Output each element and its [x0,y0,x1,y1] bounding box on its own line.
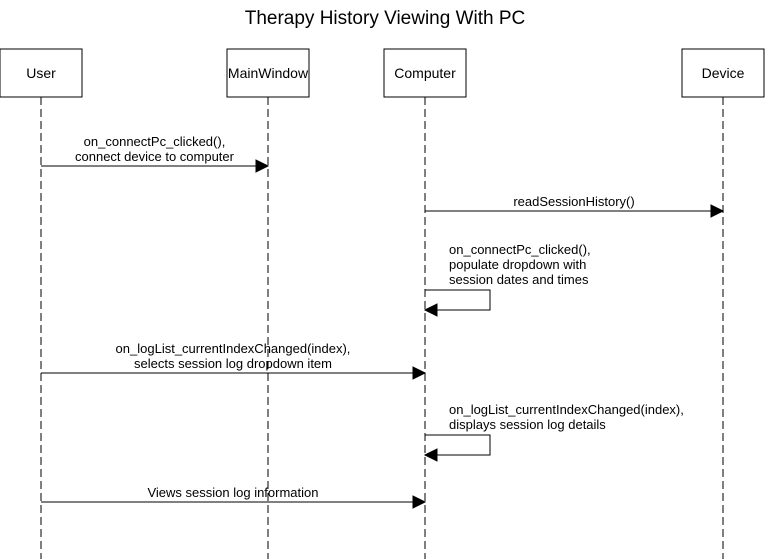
message-label: on_logList_currentIndexChanged(index), [116,341,351,356]
message-label: connect device to computer [75,149,235,164]
arrow-head [423,448,438,462]
lifelines [40,97,724,559]
arrow-head [412,366,427,380]
participant-box-mainwindow [226,48,310,98]
participant-label-device: Device [702,65,745,81]
message-3: on_connectPc_clicked(),populate dropdown… [423,242,591,317]
message-label: Views session log information [147,485,318,500]
arrow-head [412,495,427,509]
messages: on_connectPc_clicked(), connect device t… [41,134,725,509]
message-6: Views session log information [41,485,427,509]
message-label: displays session log details [449,417,606,432]
self-message-line [425,289,491,311]
participant-box-computer [383,48,467,98]
self-message-line [425,434,491,456]
message-label: populate dropdown with [449,257,586,272]
participant-label-user: User [26,65,56,81]
message-4: on_logList_currentIndexChanged(index), s… [41,341,427,380]
message-label: session dates and times [449,272,589,287]
message-label: on_connectPc_clicked(), [449,242,591,257]
message-5: on_logList_currentIndexChanged(index), d… [423,402,684,462]
participant-box-device [681,48,765,98]
message-1: on_connectPc_clicked(), connect device t… [41,134,270,173]
message-label: on_connectPc_clicked(), [84,134,226,149]
message-label: selects session log dropdown item [134,356,332,371]
arrow-head [710,204,725,218]
arrow-head [255,159,270,173]
message-label: readSessionHistory() [513,194,634,209]
participant-label-mainwindow: MainWindow [228,65,309,81]
participant-boxes: User MainWindow Computer Device [0,48,765,98]
message-label: on_logList_currentIndexChanged(index), [449,402,684,417]
diagram-title: Therapy History Viewing With PC [245,8,526,29]
arrow-head [423,303,438,317]
participant-box-user [0,48,83,98]
participant-label-computer: Computer [394,65,456,81]
message-2: readSessionHistory() [425,194,725,218]
